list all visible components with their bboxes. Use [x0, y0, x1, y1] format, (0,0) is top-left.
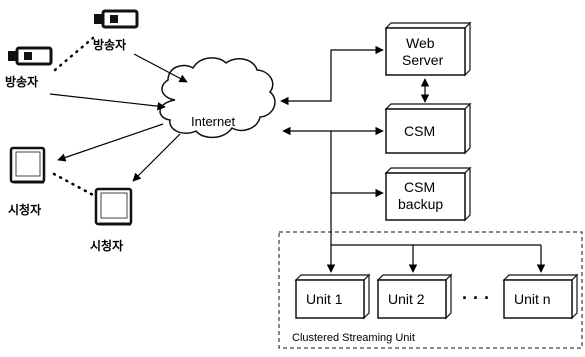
unit-label: Unit 2 — [388, 291, 425, 307]
units-ellipsis: · · · — [462, 288, 490, 308]
internet-label: Internet — [191, 114, 235, 129]
viewer-label: 시청자 — [90, 238, 123, 253]
broadcaster-label: 방송자 — [5, 74, 38, 89]
camcorder-icon — [8, 46, 53, 66]
csm-box — [384, 102, 472, 155]
unit-box — [502, 273, 579, 320]
edge-broadcaster-internet — [133, 53, 188, 83]
camcorder-icon — [94, 9, 139, 29]
unit-label: Unit 1 — [306, 291, 343, 307]
web-server-label: Server — [402, 52, 444, 68]
edge-viewer-dotted — [52, 172, 97, 198]
cluster-label: Clustered Streaming Unit — [292, 332, 415, 344]
monitor-icon — [9, 146, 46, 184]
unit-box — [376, 273, 453, 320]
unit-box — [294, 273, 371, 320]
csm-label: CSM — [404, 123, 435, 139]
cluster-boundary — [278, 231, 583, 349]
edge-internet-webserver — [280, 45, 384, 106]
csm-backup-label: CSM — [404, 179, 435, 195]
viewer-label: 시청자 — [8, 202, 41, 217]
internet-cloud — [159, 57, 276, 139]
monitor-icon — [94, 187, 133, 226]
csm-backup-label: backup — [398, 196, 443, 212]
edge-broadcaster-dotted — [53, 36, 95, 72]
edge-broadcaster-internet — [49, 93, 166, 111]
csm-backup-box — [384, 166, 472, 222]
unit-label: Unit n — [514, 291, 551, 307]
edge-internet-viewer — [57, 123, 164, 162]
web-server-box — [384, 21, 472, 77]
broadcaster-label: 방송자 — [93, 37, 126, 52]
edge-internet-viewer — [132, 133, 181, 182]
web-server-label: Web — [406, 35, 435, 51]
